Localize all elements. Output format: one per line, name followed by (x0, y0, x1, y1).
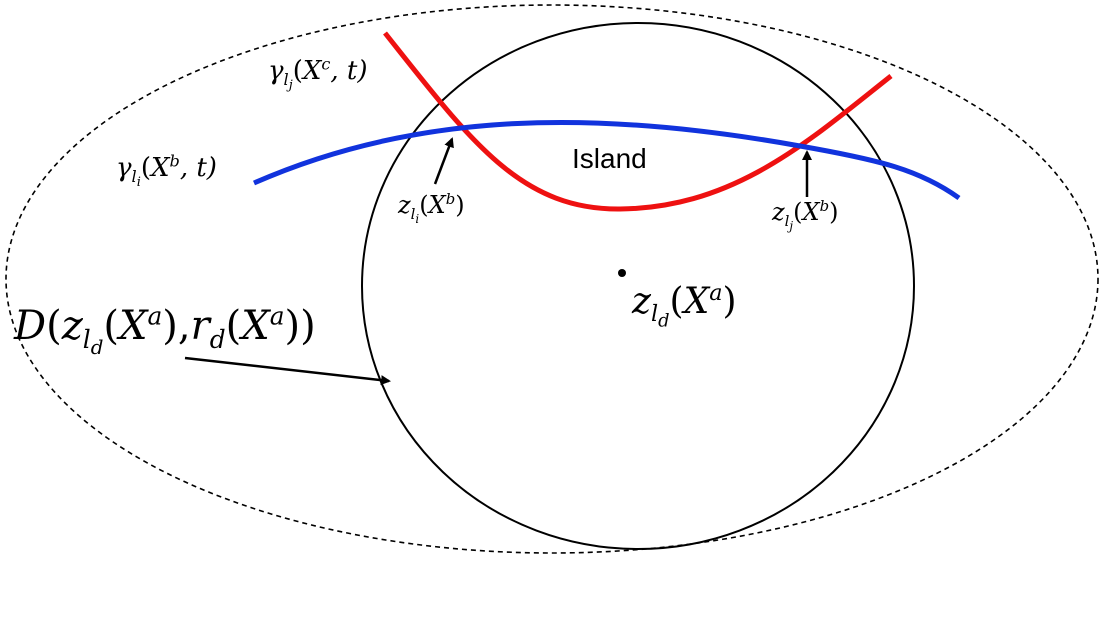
arrow-disk (184, 356, 391, 386)
arrow-z-li (433, 137, 454, 185)
z-ld-label: zld(Xa) (632, 280, 737, 332)
island-label: Island (572, 143, 647, 174)
gamma-li-label: γli(Xb, t) (116, 151, 217, 191)
blue-curve (252, 119, 961, 201)
disk-circle (361, 22, 915, 550)
disk-label: D(zld(Xa),rd(Xa)) (14, 301, 316, 359)
center-point (618, 269, 626, 277)
gamma-lj-label: γlj(Xc, t) (268, 54, 368, 94)
z-lj-label: zlj(Xb) (772, 197, 839, 233)
z-li-label: zli(Xb) (398, 190, 465, 226)
red-curve (383, 31, 893, 212)
outer-dashed-ellipse (5, 4, 1099, 554)
